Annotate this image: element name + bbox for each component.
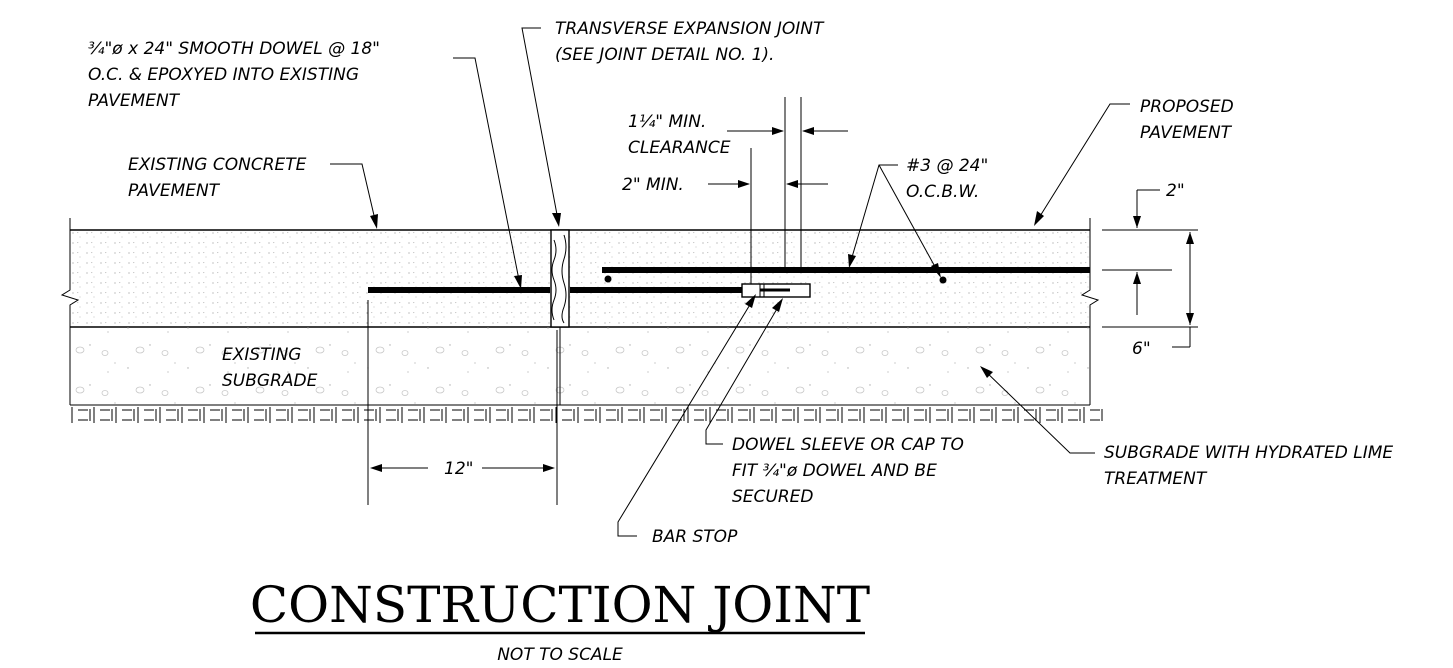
svg-text:SECURED: SECURED bbox=[732, 487, 814, 507]
dimension-6-in-label: 6" bbox=[1132, 339, 1151, 359]
dimension-2-in-label: 2" bbox=[1166, 181, 1185, 201]
svg-text:CLEARANCE: CLEARANCE bbox=[628, 138, 731, 158]
svg-text:1¼" MIN.: 1¼" MIN. bbox=[628, 112, 706, 132]
svg-text:FIT ¾"ø DOWEL AND BE: FIT ¾"ø DOWEL AND BE bbox=[732, 461, 937, 481]
callout-rebar: #3 @ 24" O.C.B.W. bbox=[906, 156, 988, 202]
svg-text:PAVEMENT: PAVEMENT bbox=[1140, 123, 1233, 143]
dimension-depth bbox=[1102, 189, 1198, 348]
drawing-subtitle: NOT TO SCALE bbox=[497, 645, 623, 665]
leader-lines bbox=[330, 27, 1130, 537]
label-existing-subgrade: EXISTING SUBGRADE bbox=[222, 345, 318, 391]
callout-bar-stop: BAR STOP bbox=[652, 527, 738, 547]
rebar-mat bbox=[602, 267, 1090, 284]
callout-existing-pavement: EXISTING CONCRETE PAVEMENT bbox=[128, 155, 307, 201]
svg-text:#3 @ 24": #3 @ 24" bbox=[906, 156, 988, 176]
callout-dowel-sleeve: DOWEL SLEEVE OR CAP TO FIT ¾"ø DOWEL AND… bbox=[732, 435, 964, 507]
svg-text:¾"ø x 24" SMOOTH DOWEL @ 18": ¾"ø x 24" SMOOTH DOWEL @ 18" bbox=[88, 39, 380, 59]
svg-text:O.C.B.W.: O.C.B.W. bbox=[906, 182, 979, 202]
dimension-12-in-label: 12" bbox=[444, 459, 473, 479]
svg-text:DOWEL SLEEVE OR CAP TO: DOWEL SLEEVE OR CAP TO bbox=[732, 435, 964, 455]
callout-lime-subgrade: SUBGRADE WITH HYDRATED LIME TREATMENT bbox=[1104, 443, 1393, 489]
svg-text:PAVEMENT: PAVEMENT bbox=[128, 181, 221, 201]
svg-text:(SEE JOINT DETAIL NO. 1).: (SEE JOINT DETAIL NO. 1). bbox=[555, 45, 774, 65]
svg-text:EXISTING: EXISTING bbox=[222, 345, 301, 365]
svg-text:TRANSVERSE EXPANSION JOINT: TRANSVERSE EXPANSION JOINT bbox=[555, 19, 825, 39]
concrete-slab bbox=[60, 218, 1100, 405]
callout-dowel: ¾"ø x 24" SMOOTH DOWEL @ 18" O.C. & EPOX… bbox=[88, 39, 380, 111]
callout-expansion-joint: TRANSVERSE EXPANSION JOINT (SEE JOINT DE… bbox=[555, 19, 825, 65]
svg-text:PROPOSED: PROPOSED bbox=[1140, 97, 1234, 117]
expansion-joint-filler bbox=[550, 229, 570, 405]
subgrade-layer bbox=[70, 327, 1103, 423]
svg-text:PAVEMENT: PAVEMENT bbox=[88, 91, 181, 111]
svg-text:O.C. & EPOXYED INTO EXISTING: O.C. & EPOXYED INTO EXISTING bbox=[88, 65, 359, 85]
svg-text:TREATMENT: TREATMENT bbox=[1104, 469, 1208, 489]
dimension-12-in bbox=[367, 300, 558, 505]
callout-two-min: 2" MIN. bbox=[622, 175, 684, 195]
svg-text:SUBGRADE: SUBGRADE bbox=[222, 371, 318, 391]
svg-text:SUBGRADE WITH HYDRATED LIME: SUBGRADE WITH HYDRATED LIME bbox=[1104, 443, 1393, 463]
callout-clearance: 1¼" MIN. CLEARANCE bbox=[628, 112, 731, 158]
svg-text:EXISTING CONCRETE: EXISTING CONCRETE bbox=[128, 155, 307, 175]
smooth-dowel bbox=[368, 283, 811, 298]
callout-proposed-pavement: PROPOSED PAVEMENT bbox=[1140, 97, 1234, 143]
drawing-title: CONSTRUCTION JOINT bbox=[250, 576, 870, 634]
clearance-dimensions bbox=[708, 97, 848, 284]
